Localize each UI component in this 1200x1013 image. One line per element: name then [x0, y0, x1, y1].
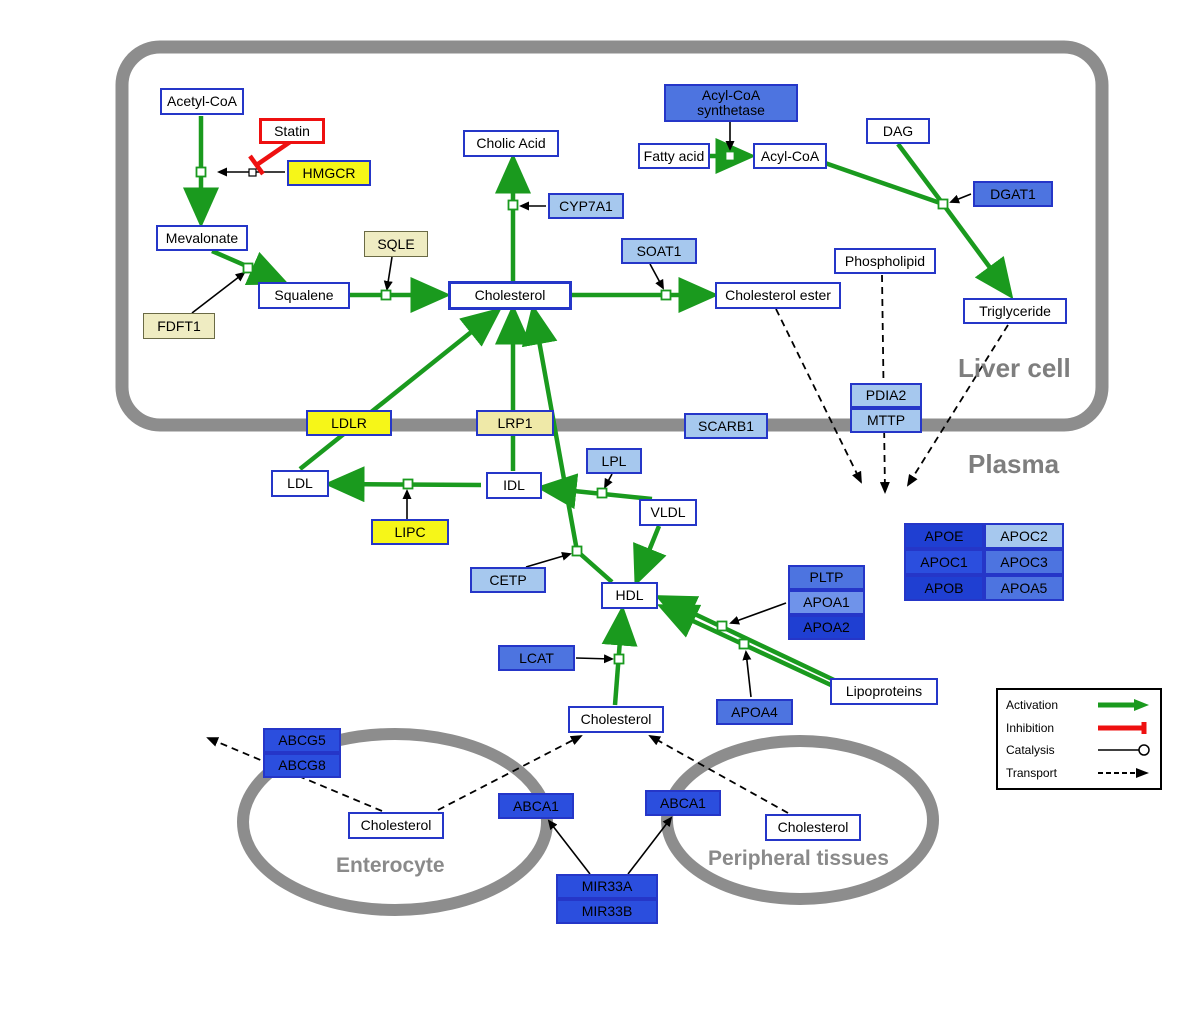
node-cyp7a1[interactable]: CYP7A1 [548, 193, 624, 219]
node-cholic-acid[interactable]: Cholic Acid [463, 130, 559, 157]
node-cholesterol-peripheral[interactable]: Cholesterol [765, 814, 861, 841]
node-apoa1[interactable]: APOA1 [788, 590, 865, 615]
node-ldlr[interactable]: LDLR [306, 410, 392, 436]
node-ldl[interactable]: LDL [271, 470, 329, 497]
node-cholesterol-ester[interactable]: Cholesterol ester [715, 282, 841, 309]
node-apoa2[interactable]: APOA2 [788, 615, 865, 640]
node-apoc3[interactable]: APOC3 [984, 549, 1064, 575]
legend-inhibition-label: Inhibition [1006, 720, 1055, 735]
node-cholesterol-enterocyte[interactable]: Cholesterol [348, 812, 444, 839]
node-cetp[interactable]: CETP [470, 567, 546, 593]
node-fatty-acid[interactable]: Fatty acid [638, 143, 710, 169]
liver-cell-label: Liver cell [958, 353, 1071, 383]
node-apoe[interactable]: APOE [904, 523, 984, 549]
legend-catalysis-row: Catalysis [1006, 742, 1152, 758]
node-lipoproteins[interactable]: Lipoproteins [830, 678, 938, 705]
node-pdia2[interactable]: PDIA2 [850, 383, 922, 408]
node-triglyceride[interactable]: Triglyceride [963, 298, 1067, 324]
liver-cell-membrane [115, 40, 1109, 432]
node-apob[interactable]: APOB [904, 575, 984, 601]
node-abcg8[interactable]: ABCG8 [263, 753, 341, 778]
legend: Activation Inhibition Catalysis Transpor… [996, 688, 1162, 790]
node-cholesterol-plasma[interactable]: Cholesterol [568, 706, 664, 733]
node-sqle[interactable]: SQLE [364, 231, 428, 257]
node-hdl[interactable]: HDL [601, 582, 658, 609]
legend-catalysis-label: Catalysis [1006, 743, 1055, 758]
legend-transport-label: Transport [1006, 765, 1057, 780]
catalysis-circle-icon [1098, 744, 1150, 756]
node-mevalonate[interactable]: Mevalonate [156, 225, 248, 251]
legend-transport-row: Transport [1006, 765, 1152, 781]
node-lrp1[interactable]: LRP1 [476, 410, 554, 436]
node-scarb1[interactable]: SCARB1 [684, 413, 768, 439]
reaction-nodes [195, 150, 949, 665]
node-squalene[interactable]: Squalene [258, 282, 350, 309]
node-abcg5[interactable]: ABCG5 [263, 728, 341, 753]
legend-activation-row: Activation [1006, 697, 1152, 713]
enterocyte-label: Enterocyte [336, 854, 445, 877]
inhibition-edge [248, 140, 292, 176]
node-vldl[interactable]: VLDL [639, 499, 697, 526]
node-pltp[interactable]: PLTP [788, 565, 865, 590]
node-acyl-coa[interactable]: Acyl-CoA [753, 143, 827, 169]
legend-activation-label: Activation [1006, 698, 1059, 713]
node-abca1-left[interactable]: ABCA1 [498, 793, 574, 819]
node-acyl-coa-synthetase[interactable]: Acyl-CoA synthetase [664, 84, 798, 122]
inhibition-tbar-icon [1098, 721, 1147, 734]
node-apoc2[interactable]: APOC2 [984, 523, 1064, 549]
enterocyte-membrane [237, 728, 553, 916]
node-lpl[interactable]: LPL [586, 448, 642, 474]
activation-arrow-icon [1098, 699, 1149, 712]
node-fdft1[interactable]: FDFT1 [143, 313, 215, 339]
node-mir33b[interactable]: MIR33B [556, 899, 658, 924]
node-statin[interactable]: Statin [259, 118, 325, 144]
node-apoa5[interactable]: APOA5 [984, 575, 1064, 601]
node-apoa4[interactable]: APOA4 [716, 699, 793, 725]
node-dgat1[interactable]: DGAT1 [973, 181, 1053, 207]
node-lcat[interactable]: LCAT [498, 645, 575, 671]
node-hmgcr[interactable]: HMGCR [287, 160, 371, 186]
node-idl[interactable]: IDL [486, 472, 542, 499]
peripheral-tissues-label: Peripheral tissues [708, 847, 889, 870]
node-abca1-right[interactable]: ABCA1 [645, 790, 721, 816]
node-phospholipid[interactable]: Phospholipid [834, 248, 936, 274]
legend-inhibition-row: Inhibition [1006, 720, 1152, 736]
plasma-label: Plasma [968, 449, 1060, 479]
transport-arrow-icon [1098, 767, 1149, 778]
node-mir33a[interactable]: MIR33A [556, 874, 658, 899]
node-lipc[interactable]: LIPC [371, 519, 449, 545]
node-apoc1[interactable]: APOC1 [904, 549, 984, 575]
node-cholesterol-liver[interactable]: Cholesterol [448, 281, 572, 310]
node-mttp[interactable]: MTTP [850, 408, 922, 433]
node-soat1[interactable]: SOAT1 [621, 238, 697, 264]
node-acetyl-coa[interactable]: Acetyl-CoA [160, 88, 244, 115]
node-dag[interactable]: DAG [866, 118, 930, 144]
catalysis-edges [191, 121, 972, 875]
